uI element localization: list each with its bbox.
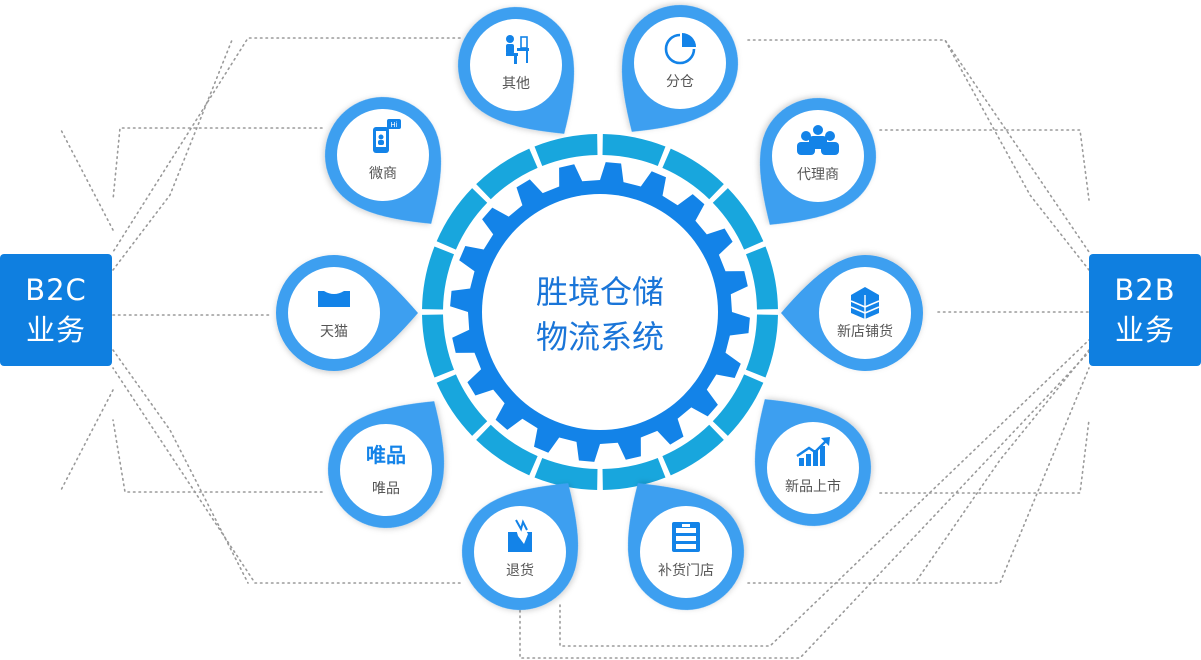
node-label: 退货 <box>506 562 534 579</box>
node-weishang[interactable]: Hi 微商 <box>302 74 478 257</box>
b2c-business-box[interactable]: B2C 业务 <box>0 254 112 366</box>
node-qita[interactable]: 其他 <box>435 0 611 167</box>
ring-segment <box>662 424 724 476</box>
ring-segment <box>662 148 724 200</box>
node-label: 新品上市 <box>785 478 841 495</box>
ring-segment <box>712 374 764 436</box>
pin-face <box>288 267 380 359</box>
center-title-line2: 物流系统 <box>536 318 664 356</box>
node-label: 分仓 <box>666 74 694 90</box>
node-tuihuo[interactable]: 退货 <box>439 450 615 633</box>
svg-text:Hi: Hi <box>390 121 397 129</box>
ring-segment <box>422 314 455 378</box>
pin-face <box>772 110 864 202</box>
gear-hub <box>482 194 718 430</box>
ring-segment <box>476 148 538 200</box>
ring-segment <box>436 374 488 436</box>
ring-segment <box>534 134 598 167</box>
person-at-desk-icon <box>506 35 529 64</box>
ring-segment <box>476 424 538 476</box>
shelf-icon <box>672 522 700 552</box>
node-label: 新店铺货 <box>837 323 893 340</box>
ring-segment <box>745 246 778 310</box>
node-fencang[interactable]: 分仓 <box>584 0 760 165</box>
ring-segment <box>745 314 778 378</box>
node-label: 其他 <box>502 76 530 92</box>
b2c-label: B2C <box>25 273 87 307</box>
node-xinpinshangshi[interactable]: 新品上市 <box>717 366 893 549</box>
b2b-business-box[interactable]: B2B 业务 <box>1089 254 1201 366</box>
pin-face <box>470 19 562 111</box>
group-icon <box>797 125 839 155</box>
vip-text-logo: 唯品 <box>366 443 406 467</box>
node-label: 唯品 <box>372 481 400 497</box>
rising-bars-icon <box>796 437 830 466</box>
ring-segment <box>436 188 488 250</box>
broken-box-icon <box>508 519 532 552</box>
b2b-sub-label: 业务 <box>1114 313 1175 347</box>
node-buhuomendian[interactable]: 补货门店 <box>590 450 766 633</box>
pie-chart-icon <box>664 33 696 65</box>
pin-face <box>767 422 859 514</box>
ring-segment <box>602 457 666 490</box>
phone-chat-icon: Hi <box>373 119 401 153</box>
pin-face <box>337 109 429 201</box>
b2c-sub-label: 业务 <box>25 313 86 347</box>
node-label: 代理商 <box>797 167 839 183</box>
node-label: 微商 <box>369 166 397 182</box>
ring-segment <box>534 457 598 490</box>
boxes-icon <box>850 287 880 319</box>
node-tianmao[interactable]: 天猫 <box>276 255 418 371</box>
b2b-label: B2B <box>1114 273 1176 307</box>
node-label: 补货门店 <box>658 562 714 579</box>
ring-segment <box>422 246 455 310</box>
center-title-line1: 胜境仓储 <box>536 273 664 311</box>
node-label: 天猫 <box>320 324 348 340</box>
dotted-connectors <box>59 37 1090 659</box>
ring-segment <box>712 188 764 250</box>
pin-face <box>340 424 432 516</box>
node-xindianpuhuo[interactable]: 新店铺货 <box>781 255 923 371</box>
ring-segment <box>602 134 666 167</box>
node-dailishang[interactable]: 代理商 <box>722 75 898 258</box>
outer-ring <box>422 134 778 490</box>
svg-text:唯品: 唯品 <box>366 443 406 467</box>
tmall-icon <box>318 291 350 307</box>
